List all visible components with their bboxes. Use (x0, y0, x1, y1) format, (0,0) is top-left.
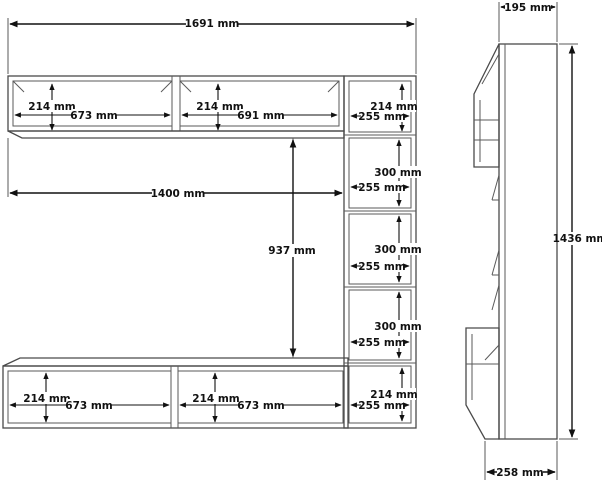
upper-shelf-width-label: 1400 mm (151, 188, 206, 200)
bottom-tv-unit (2, 357, 349, 429)
tv-gap-height-label: 937 mm (268, 245, 316, 257)
side-bottom-depth-label: 258 mm (496, 467, 544, 479)
top-mid-width-label: 691 mm (237, 110, 285, 122)
bottom-left-width-label: 673 mm (65, 400, 113, 412)
right-tall-column (343, 75, 417, 429)
total-width-label: 1691 mm (185, 18, 240, 30)
right-bottom-height-label: 214 mm (370, 389, 418, 401)
bottom-mid-height-label: 214 mm (192, 393, 240, 405)
top-left-height-label: 214 mm (28, 101, 76, 113)
top-mid-height-label: 214 mm (196, 101, 244, 113)
right-2-width-label: 255 mm (358, 261, 406, 273)
side-height-label: 1436 mm (553, 233, 602, 245)
right-2-height-label: 300 mm (374, 244, 422, 256)
bottom-left-height-label: 214 mm (23, 393, 71, 405)
top-left-width-label: 673 mm (70, 110, 118, 122)
bottom-mid-width-label: 673 mm (237, 400, 285, 412)
side-top-depth-label: 195 mm (504, 2, 552, 14)
right-top-width-label: 255 mm (358, 111, 406, 123)
right-3-height-label: 300 mm (374, 321, 422, 333)
right-bottom-width-label: 255 mm (358, 400, 406, 412)
right-1-width-label: 255 mm (358, 182, 406, 194)
right-1-height-label: 300 mm (374, 167, 422, 179)
front-view: 1691 mm 214 mm 673 mm 214 mm 691 mm 214 … (2, 16, 422, 429)
right-3-width-label: 255 mm (358, 337, 406, 349)
side-view: 195 mm 1436 mm 258 mm (465, 1, 602, 480)
